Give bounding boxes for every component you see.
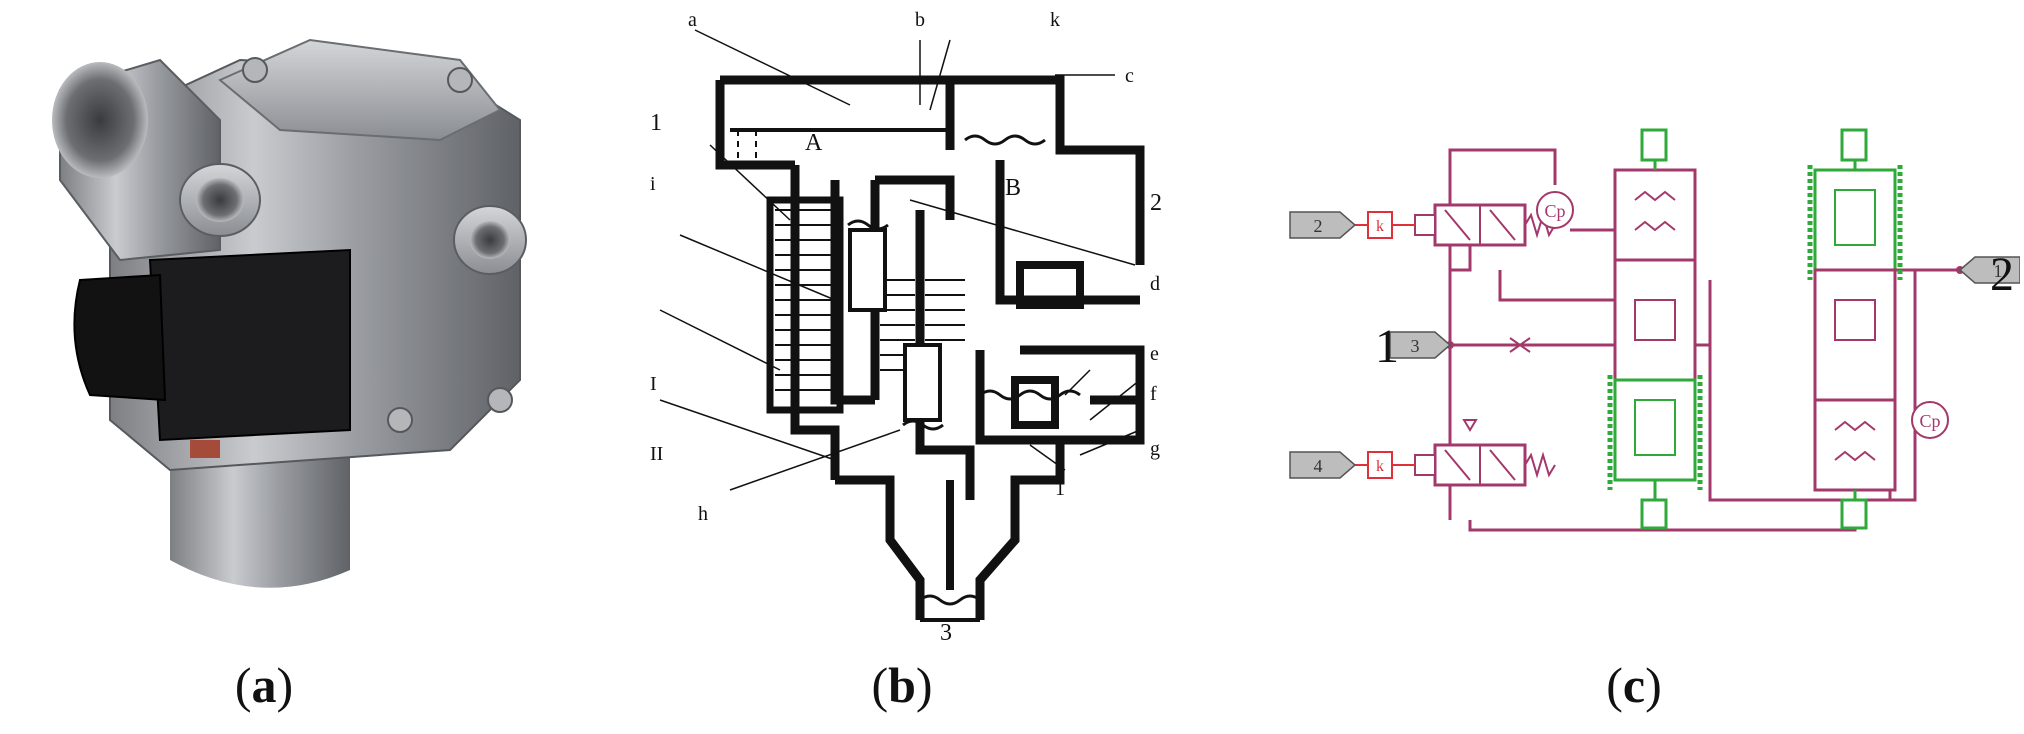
port-tag-top: 2 [1289, 211, 1357, 239]
right-relay-stack [1807, 128, 1903, 530]
svg-text:2: 2 [1314, 216, 1323, 236]
label-i: i [650, 173, 656, 195]
leader-lines [659, 29, 1141, 491]
electrical-connector [73, 273, 167, 402]
caption-a: (a) [234, 657, 294, 713]
armature-II [903, 343, 942, 422]
label-g: g [1150, 438, 1160, 460]
label-k: k [1050, 9, 1060, 31]
bolt [487, 387, 513, 413]
inlet-hole [52, 62, 148, 178]
solenoid-housing [148, 248, 351, 442]
k-label-bottom: k [1376, 458, 1384, 475]
bolt [242, 57, 268, 83]
valve-photo-illustration [52, 38, 527, 588]
top-cover [218, 38, 502, 142]
label-d: d [1150, 273, 1160, 295]
label-A: A [805, 130, 823, 156]
label-c: c [1125, 65, 1134, 87]
k-label-top: k [1376, 218, 1384, 235]
dashed-channels [737, 130, 757, 165]
label-I: I [650, 373, 657, 395]
label-sticker [190, 440, 220, 458]
valve-photo [20, 0, 580, 650]
label-II: II [650, 443, 663, 465]
bolt [387, 407, 413, 433]
green-indicator-bottom-left [1640, 498, 1668, 530]
side-port-hole [196, 178, 244, 222]
exhaust-symbol [1462, 419, 1478, 432]
right-port-hole [470, 221, 510, 259]
k-block-top: k [1355, 211, 1415, 239]
caption-b: (b) [871, 657, 933, 713]
label-l: 1 [1055, 478, 1065, 500]
big-label-port2: 2 [1990, 248, 2014, 301]
left-relay-stack [1607, 128, 1703, 530]
svg-text:4: 4 [1314, 456, 1323, 476]
circuit-diagram-svg: Cp Cp k k 2 3 4 [1289, 128, 2021, 532]
label-port1: 1 [650, 110, 662, 136]
label-h: h [698, 503, 708, 525]
solenoid-coil-top [1414, 214, 1436, 236]
green-indicator-bottom-right [1840, 498, 1868, 530]
caption-c: (c) [1606, 657, 1662, 713]
label-f: f [1150, 383, 1157, 405]
port-tag-middle: 3 [1389, 331, 1452, 359]
spring-bottom [1524, 451, 1556, 479]
green-indicator-top-right [1840, 128, 1868, 162]
solenoid-coil-bottom [1414, 454, 1436, 476]
part-labels: a b k c 1 A B 2 i d I e f II g h 1 3 [650, 9, 1162, 646]
solenoid-valve-top [1414, 203, 1556, 247]
solenoid-valve-bottom [1414, 419, 1556, 487]
pressure-sensor-right: Cp [1911, 401, 1949, 439]
bottom-cylinder [170, 440, 350, 588]
k-block-bottom: k [1355, 451, 1415, 479]
armature-I [848, 228, 887, 312]
label-port2: 2 [1150, 190, 1162, 216]
circuit-diagram: Cp Cp k k 2 3 4 [1270, 0, 2021, 650]
svg-text:3: 3 [1411, 336, 1420, 356]
cp-label-right: Cp [1919, 411, 1940, 431]
label-a: a [688, 9, 697, 31]
bolt [447, 67, 473, 93]
big-label-port1: 1 [1375, 320, 1399, 373]
label-B: B [1005, 175, 1021, 201]
orifice [1509, 337, 1531, 353]
label-b: b [915, 9, 925, 31]
spring-top [1524, 211, 1556, 239]
svg-text:1: 1 [1994, 261, 2003, 281]
green-indicator-top-left [1640, 128, 1668, 162]
cp-label-left: Cp [1544, 201, 1565, 221]
coil-windings [775, 209, 965, 391]
valve-section-walls [715, 75, 1145, 622]
section-diagram-svg: a b k c 1 A B 2 i d I e f II g h 1 3 [650, 9, 1162, 646]
port-tag-bottom: 4 [1289, 451, 1357, 479]
label-port3: 3 [940, 620, 952, 646]
diaphragms [847, 134, 1081, 606]
pressure-sensor-left: Cp [1536, 191, 1574, 229]
label-e: e [1150, 343, 1159, 365]
section-diagram: a b k c 1 A B 2 i d I e f II g h 1 3 [620, 0, 1220, 650]
